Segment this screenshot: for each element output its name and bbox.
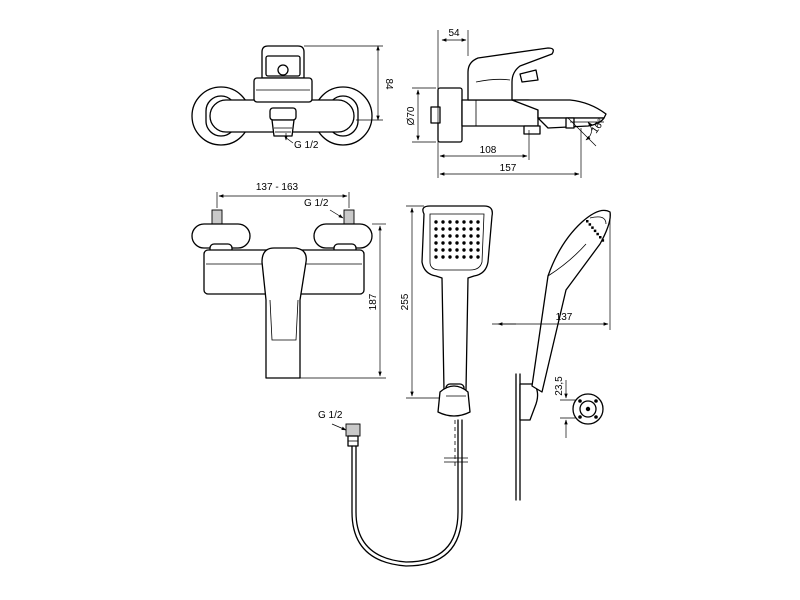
spray-nozzle xyxy=(469,234,473,238)
spray-nozzle xyxy=(434,248,438,252)
spray-nozzle xyxy=(455,234,459,238)
side-depth-body-label: 108 xyxy=(480,145,497,156)
spray-nozzle xyxy=(455,227,459,231)
spray-nozzle xyxy=(441,220,445,224)
holder-projection-label: 137 xyxy=(556,312,573,323)
spray-nozzle xyxy=(448,234,452,238)
spray-nozzle xyxy=(462,241,466,245)
spray-nozzle xyxy=(476,234,480,238)
side-nozzle xyxy=(588,223,592,226)
hand-shower-length-label: 255 xyxy=(400,293,411,310)
side-width-label: 54 xyxy=(448,28,460,39)
spray-nozzle xyxy=(434,234,438,238)
spray-nozzle xyxy=(469,255,473,259)
top-height-label: 84 xyxy=(383,78,394,90)
spray-nozzle xyxy=(441,248,445,252)
spray-nozzle xyxy=(448,241,452,245)
front-view: 137 - 163 G 1/2 187 xyxy=(191,182,386,379)
spray-nozzle xyxy=(476,220,480,224)
spray-nozzle xyxy=(434,241,438,245)
spray-nozzle xyxy=(476,255,480,259)
spray-nozzle xyxy=(455,248,459,252)
spray-nozzle xyxy=(448,255,452,259)
shower-hose: G 1/2 xyxy=(318,410,463,567)
spray-nozzle xyxy=(434,220,438,224)
spray-nozzle xyxy=(434,255,438,259)
spray-nozzle xyxy=(455,220,459,224)
spray-nozzle xyxy=(469,220,473,224)
top-thread-label: G 1/2 xyxy=(294,140,319,151)
spray-nozzle xyxy=(462,255,466,259)
side-view: 54 Ø70 108 157 16° xyxy=(406,28,607,178)
spray-nozzle xyxy=(469,241,473,245)
spray-nozzle xyxy=(476,248,480,252)
spray-nozzle xyxy=(469,248,473,252)
spray-nozzles xyxy=(434,220,480,259)
front-centers-label: 137 - 163 xyxy=(256,182,299,193)
spray-nozzle xyxy=(462,220,466,224)
spray-nozzle xyxy=(448,220,452,224)
spray-nozzle xyxy=(448,227,452,231)
side-nozzle xyxy=(596,232,599,236)
side-nozzle xyxy=(593,229,597,233)
spray-nozzle xyxy=(448,248,452,252)
side-nozzle xyxy=(599,236,602,239)
holder-side-view: 137 23,5 xyxy=(492,209,611,501)
top-view: 84 G 1/2 xyxy=(191,45,394,151)
side-nozzle-row xyxy=(586,220,605,242)
holder-height-label: 23,5 xyxy=(554,376,565,396)
side-nozzle xyxy=(601,239,605,242)
spray-nozzle xyxy=(441,241,445,245)
spray-nozzle xyxy=(441,234,445,238)
front-height-label: 187 xyxy=(368,293,379,310)
hand-shower: 255 xyxy=(400,205,493,466)
side-diameter-label: Ø70 xyxy=(406,106,417,125)
side-nozzle xyxy=(591,226,594,229)
side-depth-total-label: 157 xyxy=(500,163,517,174)
spray-nozzle xyxy=(476,227,480,231)
spray-nozzle xyxy=(462,227,466,231)
side-nozzle xyxy=(586,220,589,223)
spray-nozzle xyxy=(441,255,445,259)
spray-nozzle xyxy=(469,227,473,231)
spray-nozzle xyxy=(434,227,438,231)
spray-nozzle xyxy=(462,234,466,238)
spray-nozzle xyxy=(455,241,459,245)
spray-nozzle xyxy=(441,227,445,231)
spray-nozzle xyxy=(455,255,459,259)
spray-nozzle xyxy=(462,248,466,252)
spray-nozzle xyxy=(476,241,480,245)
hose-thread-label: G 1/2 xyxy=(318,410,343,421)
front-thread-label: G 1/2 xyxy=(304,198,329,209)
